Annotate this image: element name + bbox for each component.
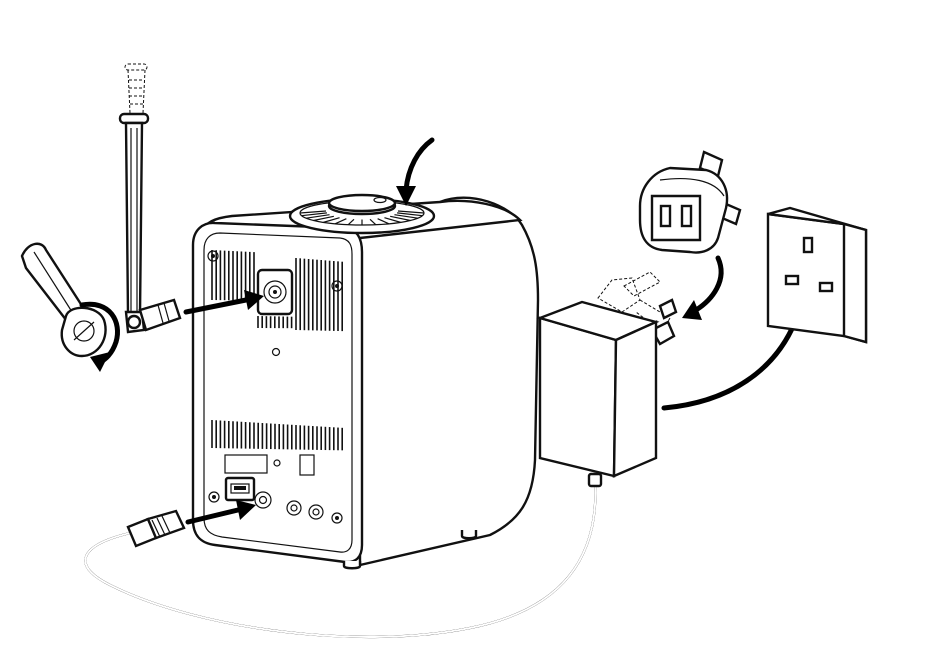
volume-dial bbox=[290, 195, 434, 233]
uk-plug-adapter bbox=[640, 152, 740, 252]
telescopic-antenna bbox=[120, 64, 180, 332]
arrow-plug-to-adapter-icon bbox=[682, 258, 721, 320]
antenna-wrench bbox=[22, 244, 106, 356]
antenna-port bbox=[258, 270, 292, 314]
arrow-press-dial-icon bbox=[396, 140, 432, 206]
power-adapter bbox=[540, 272, 676, 486]
wall-socket bbox=[768, 208, 866, 342]
dc-plug bbox=[128, 511, 184, 546]
usb-port bbox=[226, 478, 254, 500]
